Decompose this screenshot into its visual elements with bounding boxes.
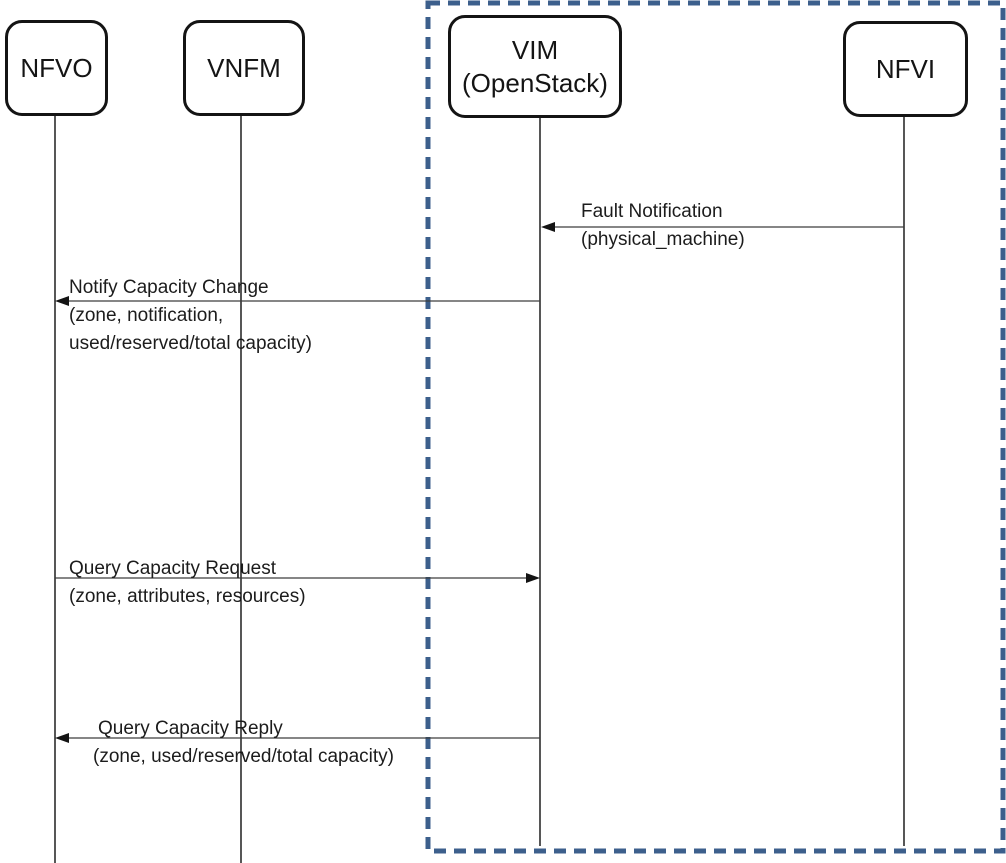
message-arrow-fault-notification — [541, 222, 904, 232]
actor-vim-label: VIM (OpenStack) — [462, 34, 608, 100]
notify-capacity-change-text-line-3: used/reserved/total capacity) — [69, 333, 312, 354]
message-label-fault-notification: Fault Notification (physical_machine) — [581, 198, 745, 254]
actor-nfvi-label: NFVI — [875, 53, 936, 84]
message-arrow-query-capacity-reply — [55, 733, 540, 743]
message-label-notify-capacity-change: Notify Capacity Change (zone, notificati… — [69, 274, 312, 358]
query-capacity-reply-arrowhead-icon — [55, 733, 69, 743]
actor-nfvi: NFVI — [843, 21, 968, 117]
fault-notification-text-line-1: Fault Notification — [581, 201, 723, 222]
message-arrow-query-capacity-request — [55, 573, 540, 583]
message-arrow-notify-capacity-change — [55, 296, 540, 306]
actor-vim-label-line-2: (OpenStack) — [462, 67, 608, 98]
notify-capacity-change-arrowhead-icon — [55, 296, 69, 306]
message-label-query-capacity-request: Query Capacity Request (zone, attributes… — [69, 555, 306, 611]
query-capacity-reply-text-line-1: Query Capacity Reply — [98, 718, 283, 739]
query-capacity-reply-text-line-2: (zone, used/reserved/total capacity) — [93, 746, 394, 767]
actor-vim-label-line-1: VIM — [511, 34, 559, 65]
query-capacity-request-text-line-2: (zone, attributes, resources) — [69, 586, 306, 607]
query-capacity-request-arrowhead-icon — [526, 573, 540, 583]
actor-vnfm-label: VNFM — [207, 52, 281, 83]
actor-nfvo-label: NFVO — [20, 52, 93, 83]
message-label-query-capacity-reply: Query Capacity Reply (zone, used/reserve… — [93, 715, 394, 771]
fault-notification-arrowhead-icon — [541, 222, 555, 232]
actor-nfvo: NFVO — [5, 20, 108, 116]
fault-notification-text-line-2: (physical_machine) — [581, 229, 745, 250]
actor-vim: VIM (OpenStack) — [448, 15, 622, 118]
notify-capacity-change-text-line-1: Notify Capacity Change — [69, 277, 269, 298]
notify-capacity-change-text-line-2: (zone, notification, — [69, 305, 224, 326]
vim-nfvi-dashed-boundary — [425, 0, 1006, 854]
actor-vnfm: VNFM — [183, 20, 305, 116]
query-capacity-request-text-line-1: Query Capacity Request — [69, 558, 276, 579]
